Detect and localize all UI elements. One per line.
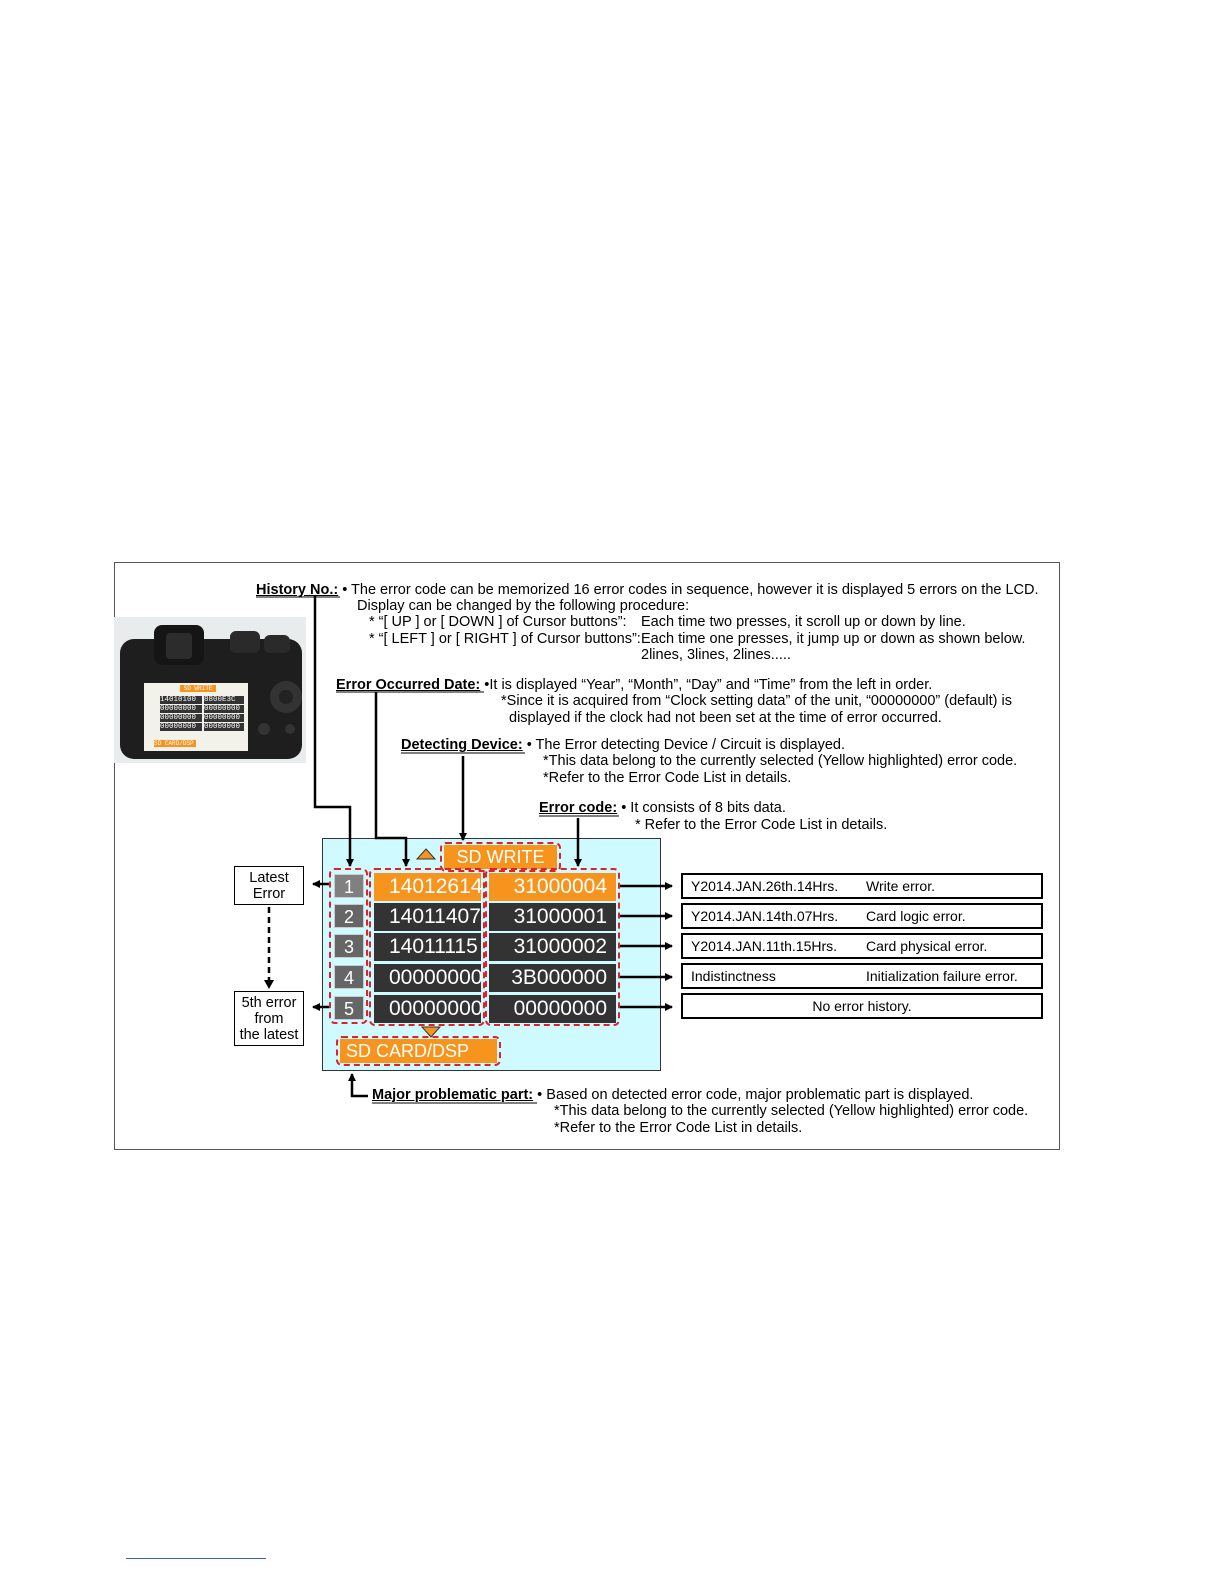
history-number-3: 3 xyxy=(334,934,364,958)
row-1-date: 14012614 xyxy=(374,873,482,901)
major-desc: • Based on detected error code, major pr… xyxy=(537,1087,974,1103)
info-row-3-error: Card physical error. xyxy=(866,938,988,954)
code-desc: • It consists of 8 bits data. xyxy=(621,800,786,816)
row-5-code: 00000000 xyxy=(489,995,616,1023)
problematic-part-label: SD CARD/DSP xyxy=(340,1039,497,1063)
info-row-1-date: Y2014.JAN.26th.14Hrs. xyxy=(691,878,839,894)
latest-error-line-2: Error xyxy=(252,886,286,902)
info-row-1: Y2014.JAN.26th.14Hrs. Write error. xyxy=(681,873,1043,899)
device-text-line-3: *Refer to the Error Code List in details… xyxy=(543,770,792,786)
history-number-1: 1 xyxy=(334,874,364,898)
info-row-2-date: Y2014.JAN.14th.07Hrs. xyxy=(691,908,839,924)
history-heading: History No.: xyxy=(256,582,339,598)
history-number-2: 2 xyxy=(334,904,364,928)
code-heading: Error code: xyxy=(539,800,618,816)
history-jump-pattern: 2lines, 3lines, 2lines..... xyxy=(641,647,791,663)
date-heading: Error Occurred Date: xyxy=(336,677,481,693)
part-dashed-outline xyxy=(336,1036,501,1066)
major-text-line-1: Major problematic part: • Based on detec… xyxy=(372,1087,973,1103)
fifth-error-line-1: 5th error xyxy=(241,995,297,1011)
fifth-error-line-2: from xyxy=(254,1011,284,1027)
major-text-line-3: *Refer to the Error Code List in details… xyxy=(554,1120,803,1136)
major-text-line-2: *This data belong to the currently selec… xyxy=(554,1103,1029,1119)
date-text-line-1: Error Occurred Date: •It is displayed “Y… xyxy=(336,677,932,693)
detecting-device-label: SD WRITE xyxy=(444,845,557,869)
diagram-frame xyxy=(114,562,1060,1150)
lcd-part-label: SD CARD/DSP xyxy=(154,740,196,747)
history-updown-label: * “[ UP ] or [ DOWN ] of Cursor buttons”… xyxy=(369,614,627,630)
lcd-row-4-code: 00000000 xyxy=(204,723,244,731)
code-text-line-2: * Refer to the Error Code List in detail… xyxy=(635,817,888,833)
fifth-error-box: 5th error from the latest xyxy=(234,991,304,1046)
row-3-code: 31000002 xyxy=(489,933,616,961)
history-text-line-1: History No.: • The error code can be mem… xyxy=(256,582,1039,598)
info-row-2-error: Card logic error. xyxy=(866,908,966,924)
device-heading: Detecting Device: xyxy=(401,737,523,753)
latest-error-box: Latest Error xyxy=(234,866,304,905)
history-updown-desc: Each time two presses, it scroll up or d… xyxy=(641,614,966,630)
scroll-up-triangle-icon xyxy=(416,848,436,860)
lcd-row-3-code: 00000000 xyxy=(204,714,244,722)
code-text-line-1: Error code: • It consists of 8 bits data… xyxy=(539,800,786,816)
footnote-rule xyxy=(126,1558,266,1559)
lcd-row-3-date: 00000000 xyxy=(160,714,202,722)
latest-error-line-1: Latest xyxy=(249,870,289,886)
info-row-2: Y2014.JAN.14th.07Hrs. Card logic error. xyxy=(681,903,1043,929)
date-desc: •It is displayed “Year”, “Month”, “Day” … xyxy=(484,677,933,693)
history-dashed-outline xyxy=(329,868,368,1024)
row-1-code: 31000004 xyxy=(489,873,616,901)
date-text-line-2: *Since it is acquired from “Clock settin… xyxy=(501,693,1012,709)
history-number-4: 4 xyxy=(334,965,364,989)
info-row-4: Indistinctness Initialization failure err… xyxy=(681,963,1043,989)
info-row-3-date: Y2014.JAN.11th.15Hrs. xyxy=(691,938,838,954)
code-dashed-outline xyxy=(485,868,620,1026)
row-2-code: 31000001 xyxy=(489,903,616,931)
info-row-4-error: Initialization failure error. xyxy=(866,968,1018,984)
history-number-5: 5 xyxy=(334,996,364,1020)
info-row-1-error: Write error. xyxy=(866,878,935,894)
history-leftright-desc: Each time one presses, it jump up or dow… xyxy=(641,631,1026,647)
info-row-5: No error history. xyxy=(681,993,1043,1019)
row-4-date: 00000000 xyxy=(374,964,482,992)
row-4-code: 3B000000 xyxy=(489,964,616,992)
fifth-error-line-3: the latest xyxy=(239,1027,299,1043)
date-text-line-3: displayed if the clock had not been set … xyxy=(509,710,942,726)
row-2-date: 14011407 xyxy=(374,903,481,931)
lcd-row-4-date: 00000000 xyxy=(160,723,202,731)
lcd-row-1-date: 14010100 xyxy=(160,696,202,704)
date-dashed-outline xyxy=(369,868,485,1026)
device-text-line-1: Detecting Device: • The Error detecting … xyxy=(401,737,845,753)
scroll-down-triangle-icon xyxy=(421,1026,441,1038)
history-desc: • The error code can be memorized 16 err… xyxy=(342,582,1039,598)
row-3-date: 14011115 xyxy=(374,933,481,961)
history-leftright-label: * “[ LEFT ] or [ RIGHT ] of Cursor butto… xyxy=(369,631,641,647)
history-text-line-2: Display can be changed by the following … xyxy=(357,598,690,614)
info-row-4-date: Indistinctness xyxy=(691,968,776,984)
major-heading: Major problematic part: xyxy=(372,1087,534,1103)
info-row-3: Y2014.JAN.11th.15Hrs. Card physical error… xyxy=(681,933,1043,959)
lcd-device-label: SD WRITE xyxy=(180,685,216,692)
camera-lcd: SD WRITE 14010100 8800E3C 00000000 00000… xyxy=(146,684,248,750)
row-5-date: 00000000 xyxy=(374,995,482,1023)
device-text-line-2: *This data belong to the currently selec… xyxy=(543,753,1018,769)
device-dashed-outline xyxy=(440,842,561,872)
device-desc: • The Error detecting Device / Circuit i… xyxy=(526,737,846,753)
lcd-row-2-code: 00000000 xyxy=(204,705,244,713)
lcd-row-2-date: 00000000 xyxy=(160,705,202,713)
lcd-row-1-code: 8800E3C xyxy=(204,696,244,704)
